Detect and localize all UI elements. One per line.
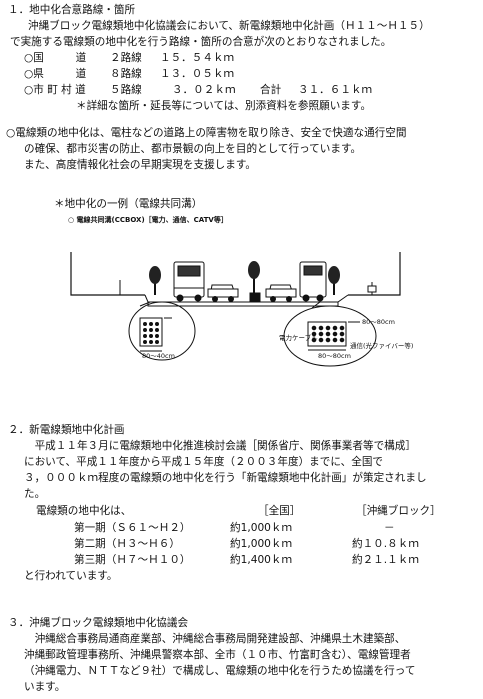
section1-heading: １．地中化合意路線・箇所 xyxy=(8,4,136,16)
period-3-national: 約1,400ｋｍ xyxy=(230,554,293,566)
section1-paragraph-line1: 沖縄ブロック電線類地中化協議会において、新電線類地中化計画（Ｈ１１～Ｈ１５） xyxy=(28,20,430,32)
road-count-municipal: ５路線 xyxy=(110,84,142,96)
period-1-national: 約1,000ｋｍ xyxy=(230,522,293,534)
period-1-okinawa: － xyxy=(384,522,395,534)
road-length-prefectural: １３．０５ｋｍ xyxy=(160,68,235,80)
road-count-national: ２路線 xyxy=(110,52,142,64)
total-label: 合計 xyxy=(260,84,282,96)
period-2-national: 約1,000ｋｍ xyxy=(230,538,293,550)
right-ccbox-detail xyxy=(283,301,377,367)
period-3-okinawa: 約２１.１ｋｍ xyxy=(352,554,419,566)
truck-icon xyxy=(299,261,327,302)
total-value: ３１．６１ｋｍ xyxy=(298,84,373,96)
periods-lead: 電線類の地中化は、 xyxy=(36,505,132,517)
section1-paragraph-line2: で実施する電線類の地中化を行う路線・箇所の合意が次のとおりなされました。 xyxy=(10,36,392,48)
purpose-line3: また、高度情報化社会の早期実現を支援します。 xyxy=(24,159,257,171)
left-ccbox-detail xyxy=(128,301,196,361)
period-3-label: 第三期（Ｈ７～Ｈ１０） xyxy=(74,554,191,566)
left-dimension-label: 80～40cm xyxy=(142,352,175,360)
col-header-national: ［全国］ xyxy=(258,505,301,517)
section2-line3: ３，０００ｋｍ程度の電線類の地中化を行う「新電線類地中化計画」が策定されまし xyxy=(24,472,427,484)
section2-line4: た。 xyxy=(24,488,46,500)
section2-tail: と行われています。 xyxy=(24,570,118,582)
diagram-title: ＊地中化の一例（電線共同溝） xyxy=(54,198,203,210)
road-label-prefectural: ○県 道 xyxy=(24,68,87,80)
car-icon xyxy=(265,284,297,302)
road-label-national: ○国 道 xyxy=(24,52,87,64)
section1-note: ＊詳細な箇所・延長等については、別添資料を参照願います。 xyxy=(76,100,372,112)
section3-line2: 沖縄郵政管理事務所、沖縄県警察本部、全市（１０市、竹富町含む）、電線管理者 xyxy=(24,649,411,661)
tree-icon xyxy=(328,266,340,295)
bus-icon xyxy=(173,261,205,302)
tree-icon xyxy=(248,261,260,293)
telecom-cable-label: 通信(光ファイバー等) xyxy=(350,342,414,350)
road-label-municipal: ○市 町 村 道 xyxy=(24,84,86,96)
power-cable-label: 電力ケーブル xyxy=(279,334,318,342)
road-length-municipal: ３．０２ｋｍ xyxy=(172,84,236,96)
section2-heading: ２．新電線類地中化計画 xyxy=(8,424,125,436)
section2-line2: において、平成１１年度から平成１５年度（２００３年度）までに、全国で xyxy=(24,456,384,468)
tree-icon xyxy=(149,266,161,295)
period-1-label: 第一期（Ｓ６１～Ｈ２） xyxy=(74,522,191,534)
col-header-okinawa: ［沖縄ブロック］ xyxy=(356,505,441,517)
right-dimension-label-top: 80～80cm xyxy=(362,318,395,326)
purpose-line1: ○電線類の地中化は、電柱などの道路上の障害物を取り除き、安全で快適な通行空間 xyxy=(6,127,407,139)
purpose-line2: の確保、都市災害の防止、都市景観の向上を目的として行っています。 xyxy=(24,143,362,155)
diagram-caption: ○ 電線共同溝(CCBOX)［電力、通信、CATV等］ xyxy=(68,216,228,224)
road-length-national: １５．５４ｋｍ xyxy=(160,52,235,64)
road-count-prefectural: ８路線 xyxy=(110,68,142,80)
car-icon xyxy=(207,284,239,302)
section3-line4: います。 xyxy=(24,681,66,693)
section3-heading: ３．沖縄ブロック電線類地中化協議会 xyxy=(8,617,189,629)
section3-line3: （沖縄電力、ＮＴＴなど９社）で構成し、電線類の地中化を行うため協議を行って xyxy=(24,665,416,677)
right-dimension-label-bottom: 80～80cm xyxy=(318,352,351,360)
section2-line1: 平成１１年３月に電線類地中化推進検討会議［関係省庁、関係事業者等で構成］ xyxy=(24,440,416,452)
period-2-okinawa: 約１０.８ｋｍ xyxy=(352,538,419,550)
section3-line1: 沖縄総合事務局通商産業部、沖縄総合事務局開発建設部、沖縄県土木建築部、 xyxy=(24,633,406,645)
period-2-label: 第二期（Ｈ３～Ｈ６） xyxy=(74,538,180,550)
